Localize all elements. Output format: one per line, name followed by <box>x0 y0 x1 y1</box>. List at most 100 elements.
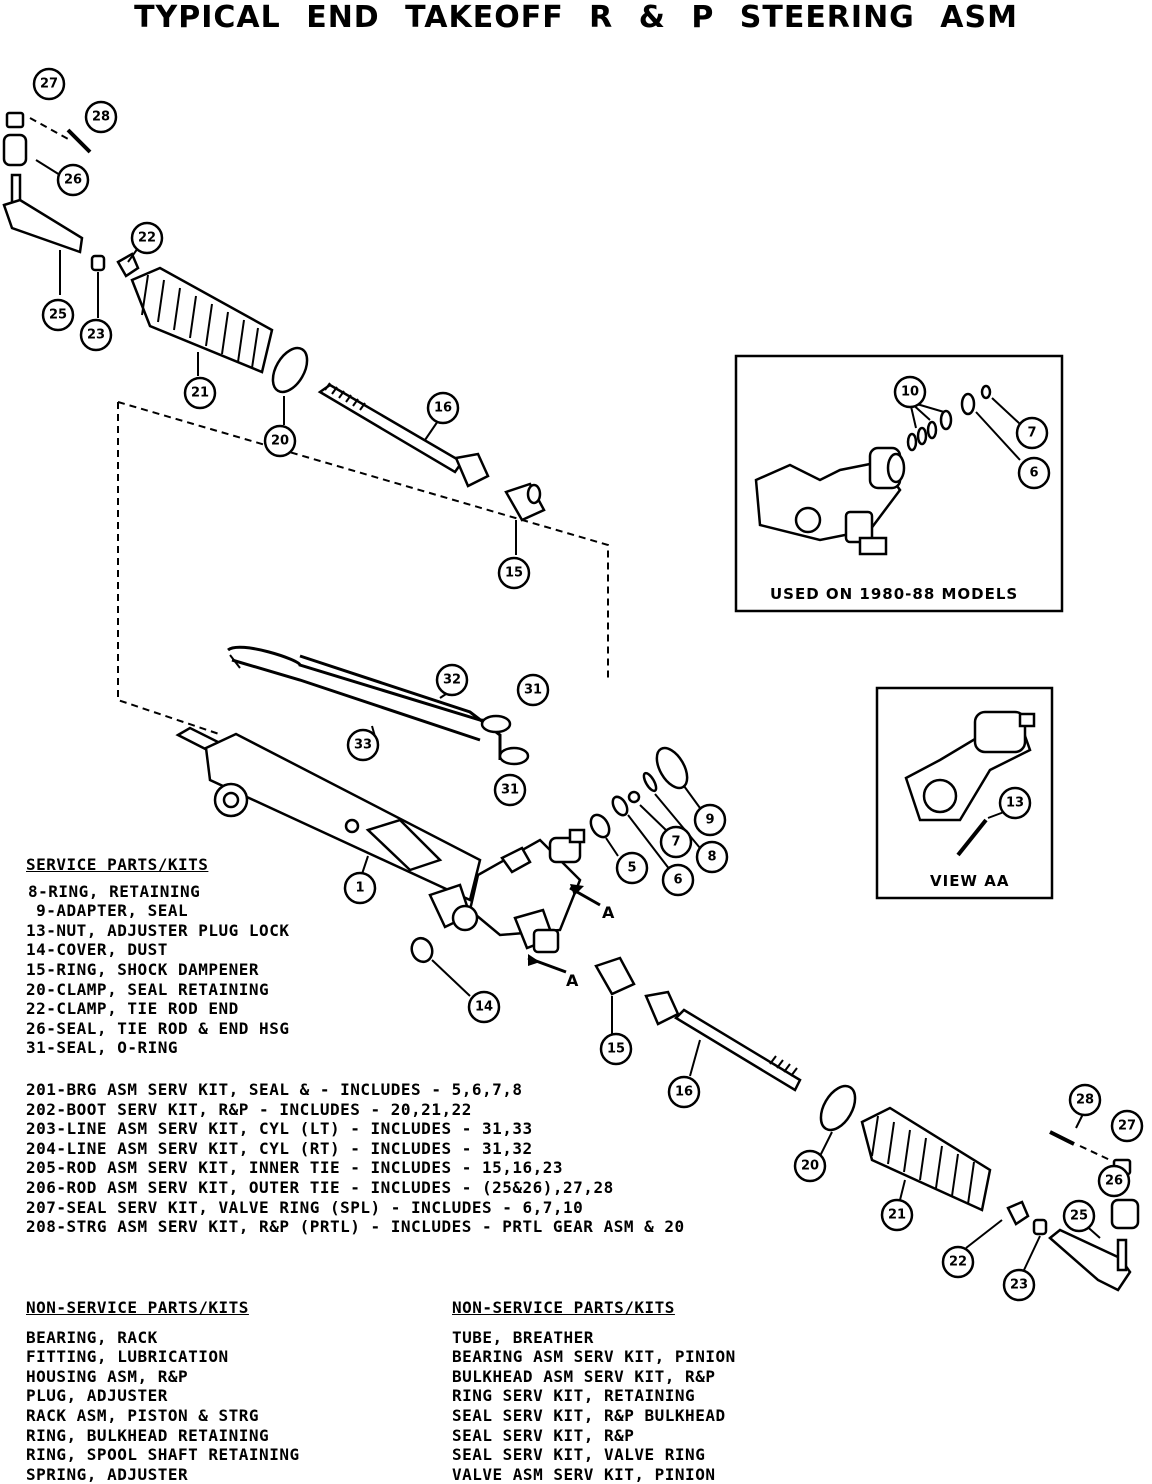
service-item: 14-COVER, DUST <box>26 940 168 960</box>
cylinder-lines <box>227 645 530 766</box>
service-item: 15-RING, SHOCK DAMPENER <box>26 959 260 979</box>
callout-15: 15 <box>599 1032 633 1066</box>
callout-25: 25 <box>41 298 75 332</box>
callout-5: 5 <box>615 851 649 885</box>
nonservice-item: PLUG, ADJUSTER <box>26 1386 168 1406</box>
svg-text:22: 22 <box>949 1255 967 1270</box>
lower-tie-rod-assembly <box>594 956 1140 1292</box>
kit-item: 207-SEAL SERV KIT, VALVE RING (SPL) - IN… <box>26 1197 584 1217</box>
service-item: 22-CLAMP, TIE ROD END <box>26 999 239 1019</box>
nonservice-item: VALVE ASM SERV KIT, PINION <box>452 1464 716 1484</box>
callout-23: 23 <box>1002 1268 1036 1302</box>
service-item: 8-RING, RETAINING <box>28 881 201 901</box>
callout-1: 1 <box>343 871 377 905</box>
kit-item: 204-LINE ASM SERV KIT, CYL (RT) - INCLUD… <box>26 1138 533 1158</box>
view-marker-upper: A <box>602 903 615 922</box>
service-item: 9-ADAPTER, SEAL <box>26 901 189 921</box>
svg-text:27: 27 <box>40 77 58 92</box>
callout-21: 21 <box>880 1198 914 1232</box>
callout-22: 22 <box>941 1245 975 1279</box>
callout-31: 31 <box>516 673 550 707</box>
upper-tie-rod-assembly <box>2 111 546 555</box>
nonservice-item: SEAL SERV KIT, R&P BULKHEAD <box>452 1405 726 1425</box>
callout-26: 26 <box>1097 1164 1131 1198</box>
callout-31: 31 <box>493 773 527 807</box>
svg-text:9: 9 <box>705 813 714 828</box>
svg-text:20: 20 <box>271 434 289 449</box>
inset-1980-88 <box>734 354 1064 613</box>
nonservice-heading-right: NON-SERVICE PARTS/KITS <box>452 1298 675 1317</box>
callout-32: 32 <box>435 663 469 697</box>
nonservice-item: BEARING, RACK <box>26 1327 158 1347</box>
callout-23: 23 <box>79 318 113 352</box>
svg-text:21: 21 <box>191 386 209 401</box>
view-aa-marker: A A <box>527 884 615 990</box>
nonservice-item: RING, BULKHEAD RETAINING <box>26 1425 270 1445</box>
svg-text:5: 5 <box>627 861 636 876</box>
service-kit-list: 201-BRG ASM SERV KIT, SEAL & - INCLUDES … <box>26 1080 685 1237</box>
kit-item: 205-ROD ASM SERV KIT, INNER TIE - INCLUD… <box>26 1158 564 1178</box>
svg-text:22: 22 <box>138 231 156 246</box>
svg-text:6: 6 <box>1029 466 1038 481</box>
nonservice-item: SEAL SERV KIT, R&P <box>452 1425 635 1445</box>
svg-text:13: 13 <box>1006 796 1024 811</box>
callout-6: 6 <box>1017 456 1051 490</box>
svg-text:1: 1 <box>355 881 364 896</box>
service-parts-list: SERVICE PARTS/KITS 8-RING, RETAINING 9-A… <box>26 855 289 1058</box>
callout-27: 27 <box>1110 1109 1144 1143</box>
nonservice-item: SPRING, ADJUSTER <box>26 1464 189 1484</box>
svg-text:26: 26 <box>1105 1174 1123 1189</box>
svg-text:16: 16 <box>434 401 452 416</box>
callout-14: 14 <box>467 990 501 1024</box>
svg-text:31: 31 <box>524 683 542 698</box>
svg-text:25: 25 <box>49 308 67 323</box>
callout-26: 26 <box>56 163 90 197</box>
callout-6: 6 <box>661 863 695 897</box>
callout-20: 20 <box>263 424 297 458</box>
callout-25: 25 <box>1062 1199 1096 1233</box>
svg-text:25: 25 <box>1070 1209 1088 1224</box>
callout-27: 27 <box>32 67 66 101</box>
svg-text:10: 10 <box>901 385 919 400</box>
callout-7: 7 <box>659 825 693 859</box>
svg-text:21: 21 <box>888 1208 906 1223</box>
svg-text:32: 32 <box>443 673 461 688</box>
callout-21: 21 <box>183 376 217 410</box>
svg-text:15: 15 <box>607 1042 625 1057</box>
kit-item: 206-ROD ASM SERV KIT, OUTER TIE - INCLUD… <box>26 1177 614 1197</box>
callout-22: 22 <box>130 221 164 255</box>
nonservice-item: RING, SPOOL SHAFT RETAINING <box>26 1445 300 1465</box>
callout-10: 10 <box>893 375 927 409</box>
inset-caption-view: VIEW AA <box>930 872 1010 890</box>
svg-text:6: 6 <box>673 873 682 888</box>
kit-item: 203-LINE ASM SERV KIT, CYL (LT) - INCLUD… <box>26 1119 533 1139</box>
svg-text:16: 16 <box>675 1085 693 1100</box>
svg-text:28: 28 <box>1076 1093 1094 1108</box>
svg-text:8: 8 <box>707 850 716 865</box>
callout-16: 16 <box>426 391 460 425</box>
callout-28: 28 <box>1068 1083 1102 1117</box>
svg-text:20: 20 <box>801 1159 819 1174</box>
callout-13: 13 <box>998 786 1032 820</box>
callout-16: 16 <box>667 1075 701 1109</box>
svg-text:27: 27 <box>1118 1119 1136 1134</box>
svg-text:23: 23 <box>1010 1278 1028 1293</box>
service-heading: SERVICE PARTS/KITS <box>26 855 209 874</box>
kit-item: 201-BRG ASM SERV KIT, SEAL & - INCLUDES … <box>26 1080 523 1099</box>
nonservice-item: HOUSING ASM, R&P <box>26 1366 189 1386</box>
svg-text:14: 14 <box>475 1000 493 1015</box>
callout-7: 7 <box>1015 416 1049 450</box>
service-item: 20-CLAMP, SEAL RETAINING <box>26 979 270 999</box>
nonservice-item: SEAL SERV KIT, VALVE RING <box>452 1445 706 1465</box>
nonservice-list-left: NON-SERVICE PARTS/KITS BEARING, RACK FIT… <box>26 1298 300 1484</box>
inset-caption-models: USED ON 1980-88 MODELS <box>770 585 1019 603</box>
svg-text:31: 31 <box>501 783 519 798</box>
nonservice-list-right: NON-SERVICE PARTS/KITS TUBE, BREATHER BE… <box>452 1298 736 1484</box>
callout-8: 8 <box>695 840 729 874</box>
svg-text:28: 28 <box>92 110 110 125</box>
svg-text:33: 33 <box>354 738 372 753</box>
service-item: 13-NUT, ADJUSTER PLUG LOCK <box>26 920 290 940</box>
svg-text:15: 15 <box>505 566 523 581</box>
callouts: 2728262225232120161510763231333198756114… <box>32 67 1144 1302</box>
